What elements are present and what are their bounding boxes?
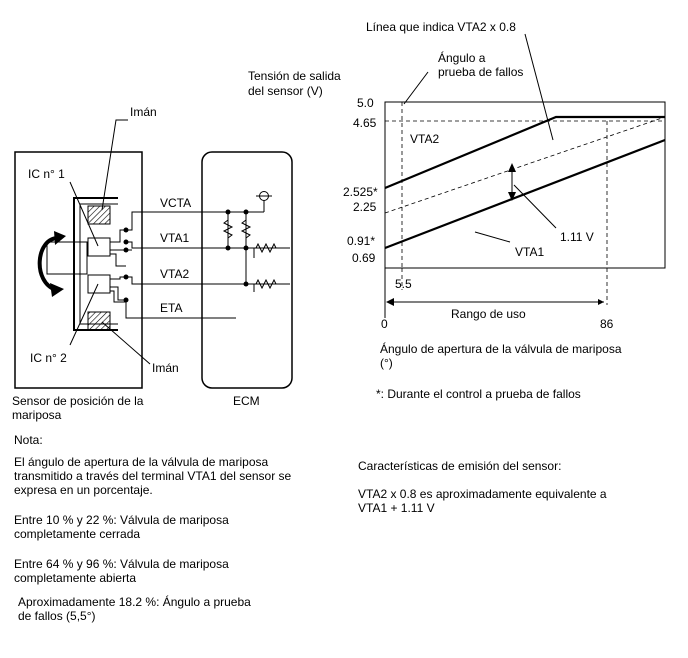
y-axis-label-line1: Tensión de salida [248, 69, 341, 83]
magnet-top-leader [101, 119, 128, 211]
ic1-leader [69, 181, 99, 247]
sensor-shaft [46, 241, 88, 275]
y-tick-4.65: 4.65 [353, 116, 377, 130]
series-vta1-line [384, 138, 666, 250]
characteristics-title: Características de emisión del sensor: [358, 459, 562, 473]
note-p3-line1: Entre 64 % y 96 %: Válvula de mariposa [14, 557, 229, 571]
resistor-series-vta2 [254, 278, 290, 290]
note-p4-line2: de fallos (5,5°) [18, 609, 96, 623]
fail-angle-label-line2: prueba de fallos [438, 65, 523, 79]
y-tick-0.69: 0.69 [352, 251, 376, 265]
series-label-vta2: VTA2 [410, 132, 439, 146]
x-tick-0: 0 [381, 317, 388, 331]
y-tick-0.91: 0.91* [347, 234, 375, 248]
characteristics-line2: VTA1 + 1.11 V [358, 501, 435, 515]
top-annotation: Línea que indica VTA2 x 0.8 [366, 20, 516, 34]
ic2-leader [69, 283, 99, 346]
vta1-leader [474, 231, 511, 243]
wiring-nodes [225, 209, 249, 287]
note-p3-line2: completamente abierta [14, 571, 137, 585]
wire-vta2 [126, 276, 290, 285]
series-vta2x08-line [384, 116, 666, 214]
x-tick-5.5: 5.5 [395, 277, 412, 291]
wire-vta1 [126, 241, 290, 249]
note-p2-line2: completamente cerrada [14, 527, 141, 541]
characteristics-block: Características de emisión del sensor: V… [358, 459, 678, 515]
footnote: *: Durante el control a prueba de fallos [376, 387, 581, 401]
notes-title: Nota: [14, 433, 43, 447]
y-tick-2.25: 2.25 [353, 200, 377, 214]
sensor-caption-line2: mariposa [12, 408, 62, 422]
graph-plot-area [384, 101, 666, 269]
x-axis-label-line1: Ángulo de apertura de la válvula de mari… [380, 341, 622, 356]
note-p1-line2: transmitido a través del terminal VTA1 d… [14, 469, 292, 483]
resistor-pullup-2 [240, 216, 252, 244]
wiring-harness [125, 191, 290, 319]
wire-eta [125, 300, 236, 319]
wire-vcta [126, 211, 264, 231]
x-axis-label-line2: (°) [380, 356, 393, 370]
fail-angle-label-line1: Ángulo a [438, 50, 486, 65]
resistor-pullup-1 [222, 216, 234, 244]
magnet-bottom-label: Imán [152, 361, 179, 375]
magnet-bottom [87, 311, 111, 331]
magnet-top-label: Imán [130, 105, 157, 119]
sensor-caption-line1: Sensor de posición de la [12, 394, 144, 408]
ic2-label: IC n° 2 [30, 351, 67, 365]
range-label: Rango de uso [451, 307, 526, 321]
y-tick-5.0: 5.0 [357, 96, 374, 110]
offset-leader [513, 184, 557, 229]
y-tick-2.525: 2.525* [343, 185, 378, 199]
ecm-box [201, 151, 293, 389]
rotation-arrow-head-bottom-icon [50, 283, 64, 297]
ic-2 [87, 274, 111, 294]
ic1-label: IC n° 1 [28, 167, 65, 181]
annotation-leader-top [524, 33, 554, 141]
note-p1-line1: El ángulo de apertura de la válvula de m… [14, 455, 269, 469]
ecm-label: ECM [233, 394, 260, 408]
rotation-arrow-icon [37, 236, 59, 292]
notes-block: Nota: El ángulo de apertura de la válvul… [14, 433, 344, 623]
ic-1 [87, 237, 111, 257]
magnet-top [87, 205, 111, 225]
wire-label-vta2: VTA2 [160, 267, 189, 281]
wire-label-vta1: VTA1 [160, 231, 189, 245]
series-label-vta1: VTA1 [515, 245, 544, 259]
throttle-position-sensor: Imán IC n° 1 IC n° 2 Imán Sensor de posi… [12, 105, 179, 422]
y-axis-label-line2: del sensor (V) [248, 84, 323, 98]
series-vta2-line [384, 115, 665, 190]
magnet-bottom-leader [101, 321, 151, 365]
offset-label: 1.11 V [560, 230, 594, 244]
wire-label-eta: ETA [160, 301, 182, 315]
fail-angle-leader [403, 71, 429, 105]
resistor-series-vta1 [254, 242, 290, 254]
wire-label-vcta: VCTA [160, 196, 191, 210]
note-p2-line1: Entre 10 % y 22 %: Válvula de mariposa [14, 513, 229, 527]
characteristics-line1: VTA2 x 0.8 es aproximadamente equivalent… [358, 487, 607, 501]
rotation-arrow-head-top-icon [54, 231, 66, 245]
note-p1-line3: expresa en un porcentaje. [14, 483, 153, 497]
x-tick-86: 86 [600, 317, 614, 331]
sensor-housing [14, 151, 143, 389]
voltage-graph: 5.0 4.65 2.525* 2.25 0.91* 0.69 0 5.5 86… [248, 20, 666, 401]
note-p4-line1: Aproximadamente 18.2 %: Ángulo a prueba [18, 595, 251, 609]
